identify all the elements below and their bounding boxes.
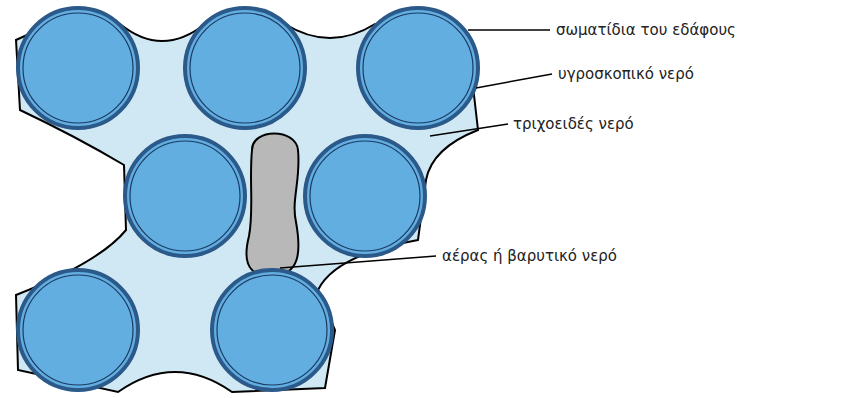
- hygroscopic-ring: [23, 13, 473, 385]
- soil-particles: [18, 8, 478, 390]
- part-label: σωματίδια του εδάφους: [556, 21, 736, 39]
- leader-lines: [280, 30, 552, 268]
- air-pocket: [246, 134, 298, 277]
- part-label: αέρας ή βαρυτικό νερό: [442, 247, 617, 265]
- part-label: υγροσκοπικό νερό: [558, 65, 694, 83]
- part-label: τριχοειδές νερό: [513, 115, 634, 133]
